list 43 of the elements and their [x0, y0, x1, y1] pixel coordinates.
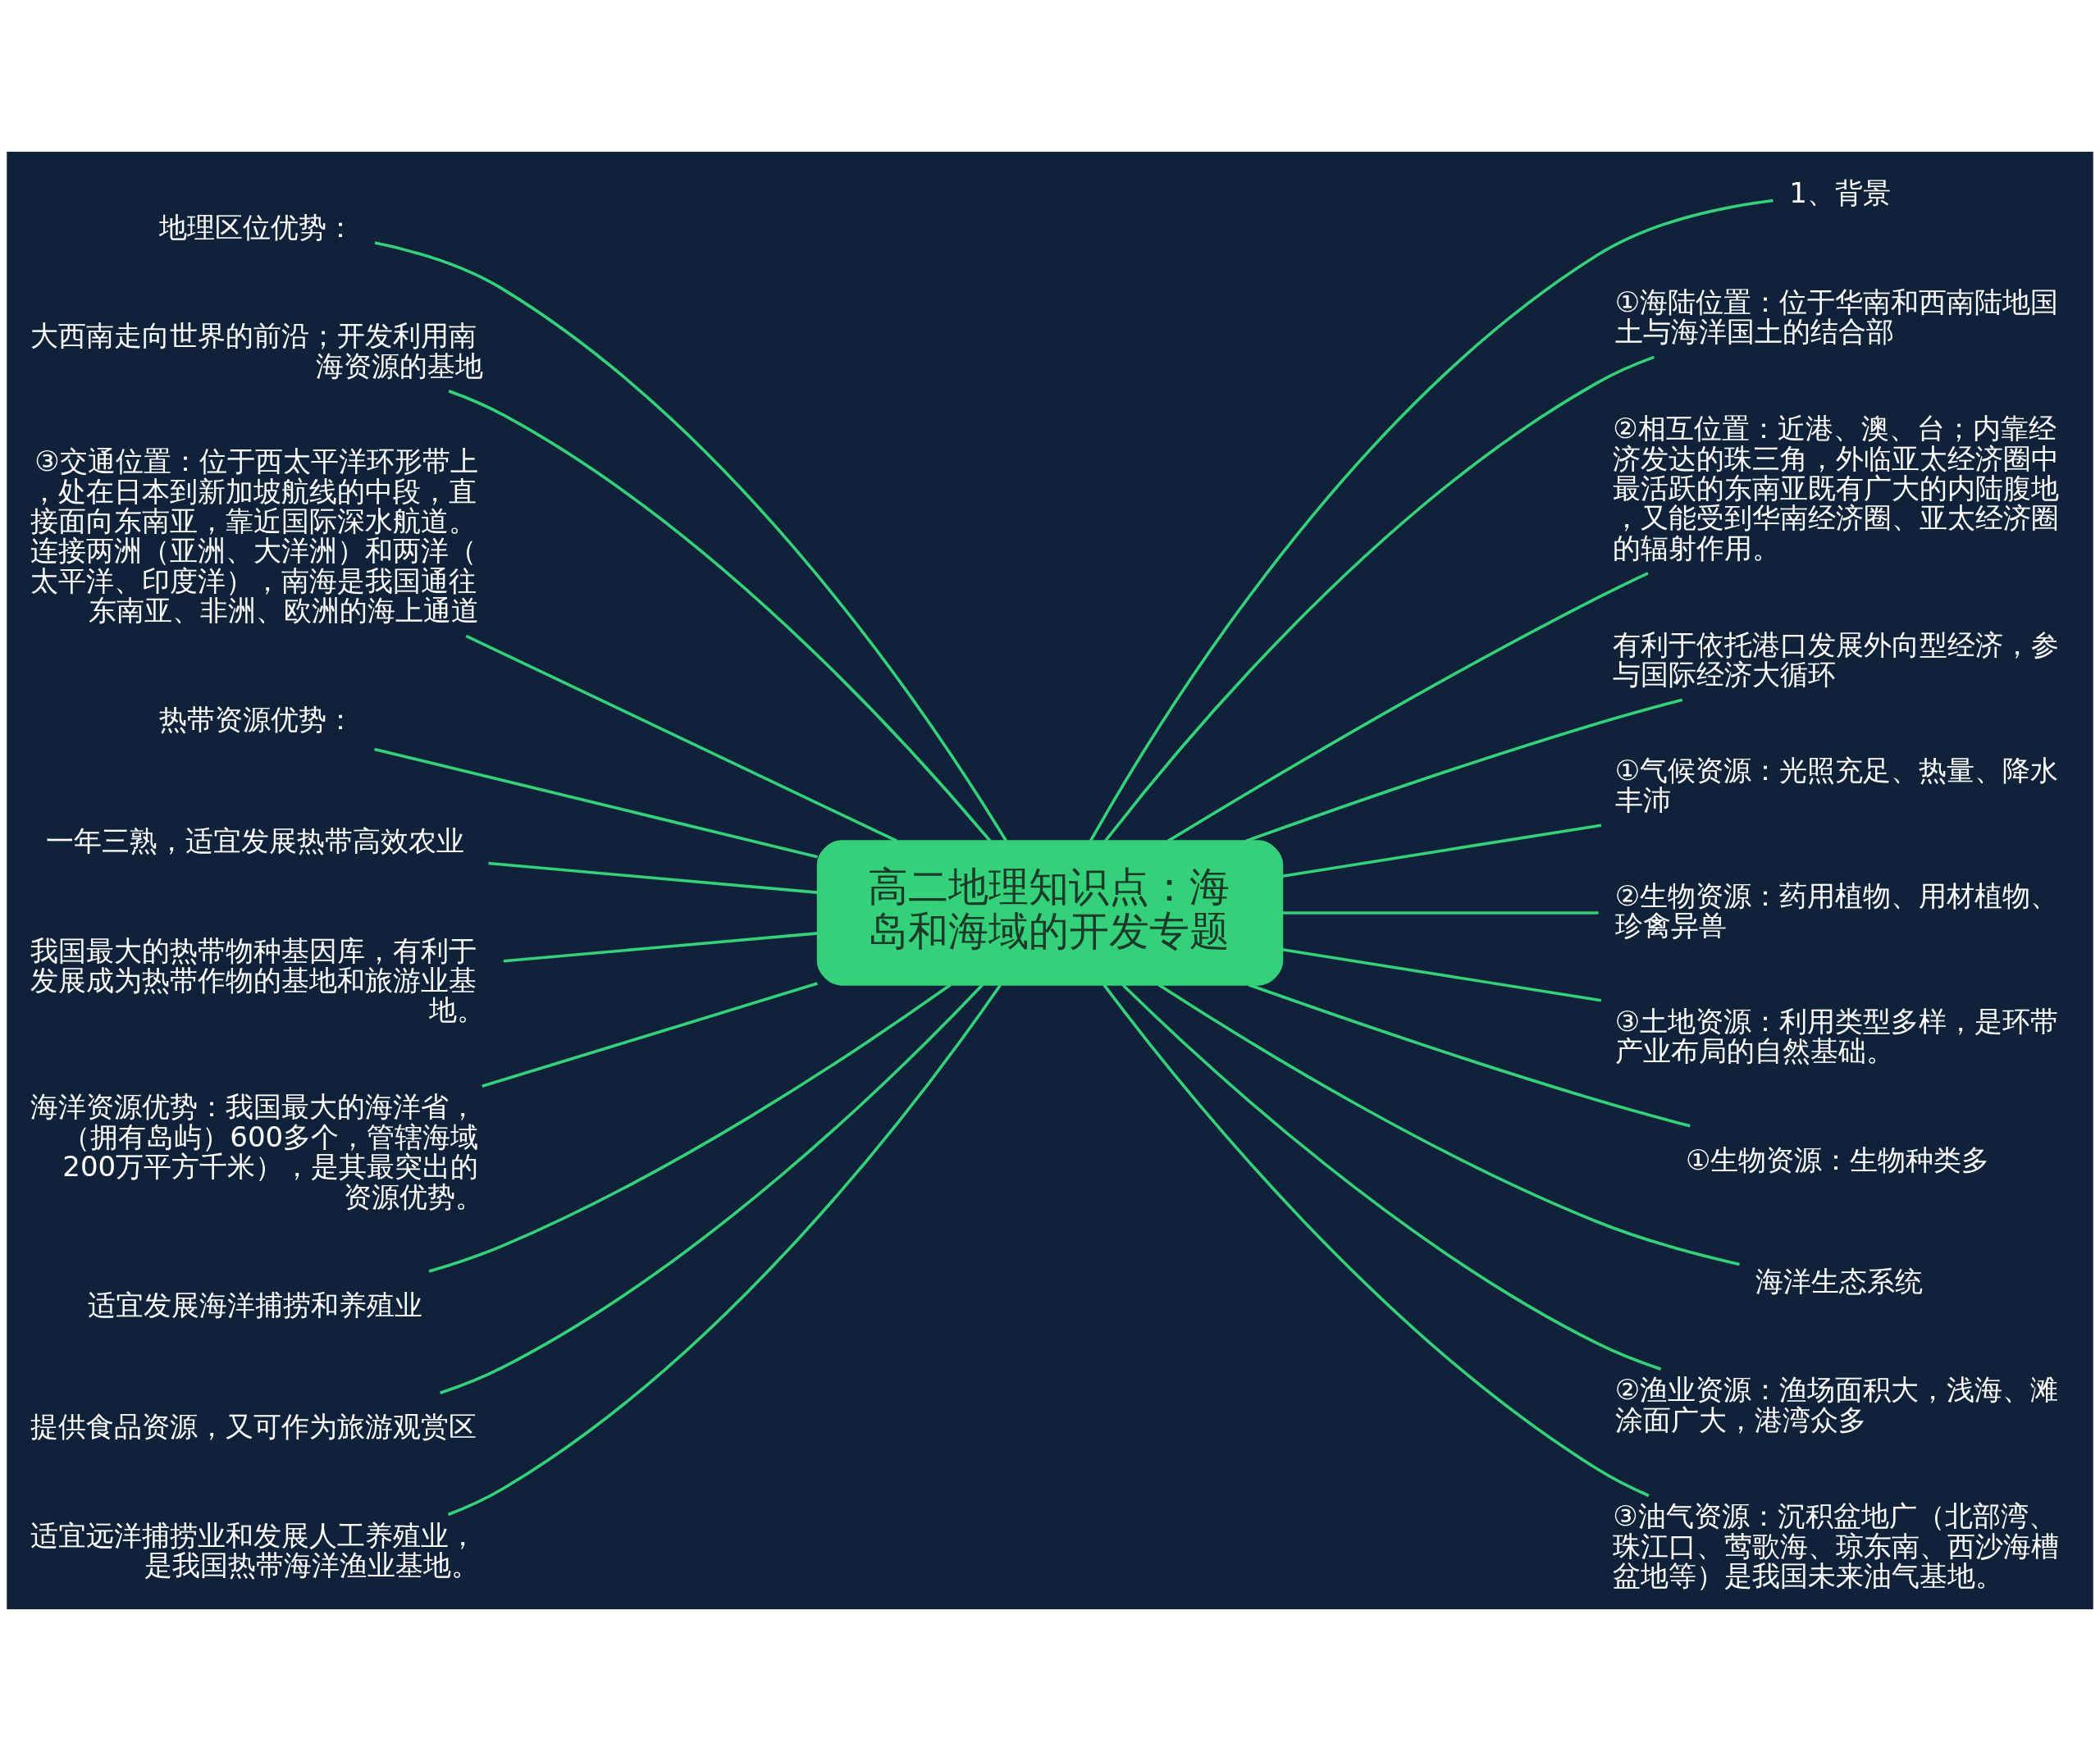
- node-text: ③土地资源：利用类型多样，是环带产业布局的自然基础。: [1614, 1004, 2059, 1068]
- node-text: 提供食品资源，又可作为旅游观赏区: [30, 1410, 477, 1444]
- node-text: 海洋生态系统: [1755, 1264, 1923, 1298]
- node-text: ①气候资源：光照充足、热量、降水丰沛: [1614, 753, 2059, 817]
- connector: [448, 390, 992, 842]
- connector: [1281, 823, 1602, 878]
- connector: [1121, 983, 1662, 1371]
- connector: [482, 982, 818, 1088]
- node-text: 适宜发展海洋捕捞和养殖业: [87, 1288, 422, 1321]
- node-text: ①生物资源：生物种类多: [1685, 1143, 1990, 1176]
- connector: [1282, 911, 1599, 915]
- node-box: 高二地理知识点：海岛和海域的开发专题: [816, 840, 1284, 986]
- node-text: ③油气资源：沉积盆地广（北部湾、珠江口、莺歌海、琼东南、西沙海槽盆地等）是我国未来油气基地。: [1613, 1499, 2060, 1593]
- connector: [374, 747, 818, 859]
- node-text: 1、背景: [1789, 176, 1891, 210]
- node-text: 一年三熟，适宜发展热带高效农业: [45, 823, 464, 857]
- node-text: 海洋资源优势：我国最大的海洋省，（拥有岛屿）600多个，管辖海域200万平方千米），是其最突出的资源优势。: [30, 1090, 483, 1213]
- node-text: 适宜远洋捕捞业和发展人工养殖业，是我国热带海洋渔业基地。: [30, 1518, 479, 1581]
- connector: [1248, 983, 1691, 1128]
- node-text: ②渔业资源：渔场面积大，浅海、滩涂面广大，港湾众多: [1614, 1373, 2059, 1436]
- connector: [1245, 698, 1683, 842]
- connector: [488, 861, 818, 894]
- connector: [439, 983, 984, 1394]
- node-text: 热带资源优势：: [159, 702, 355, 736]
- node-text: ①海陆位置：位于华南和西南陆地国土与海洋国土的结合部: [1614, 285, 2059, 349]
- node-text: 我国最大的热带物种基因库，有利于发展成为热带作物的基地和旅游业基地。: [30, 933, 486, 1027]
- connector: [1089, 198, 1774, 842]
- node-text: 地理区位优势：: [159, 210, 355, 244]
- connector: [1102, 983, 1650, 1498]
- node-text: 大西南走向世界的前沿；开发利用南海资源的基地: [30, 319, 483, 382]
- connector: [428, 983, 952, 1273]
- connector: [447, 984, 1002, 1517]
- connector: [1157, 983, 1740, 1266]
- node-text: ②生物资源：药用植物、用材植物、珍禽异兽: [1614, 878, 2059, 942]
- connector: [1104, 355, 1655, 842]
- node-text: ②相互位置：近港、澳、台；内靠经济发达的珠三角，外临亚太经济圈中最活跃的东南亚既有广大的内陆腹地，又能受到华南经济圈、亚太经济圈的辐射作用。: [1613, 412, 2060, 564]
- connector: [1281, 947, 1602, 1002]
- node-text: 有利于依托港口发展外向型经济，参与国际经济大循环: [1613, 627, 2060, 691]
- connector: [503, 932, 818, 963]
- connector: [1166, 572, 1649, 842]
- node-text: ③交通位置：位于西太平洋环形带上，处在日本到新加坡航线的中段，直接面向东南亚，靠近国际深水航道。连接两洲（亚洲、大洋洲）和两洋（太平洋、印度洋），南海是我国通往东南亚、非洲、欧洲的海上通道: [30, 445, 479, 627]
- connector: [465, 634, 897, 842]
- connector: [374, 241, 1008, 842]
